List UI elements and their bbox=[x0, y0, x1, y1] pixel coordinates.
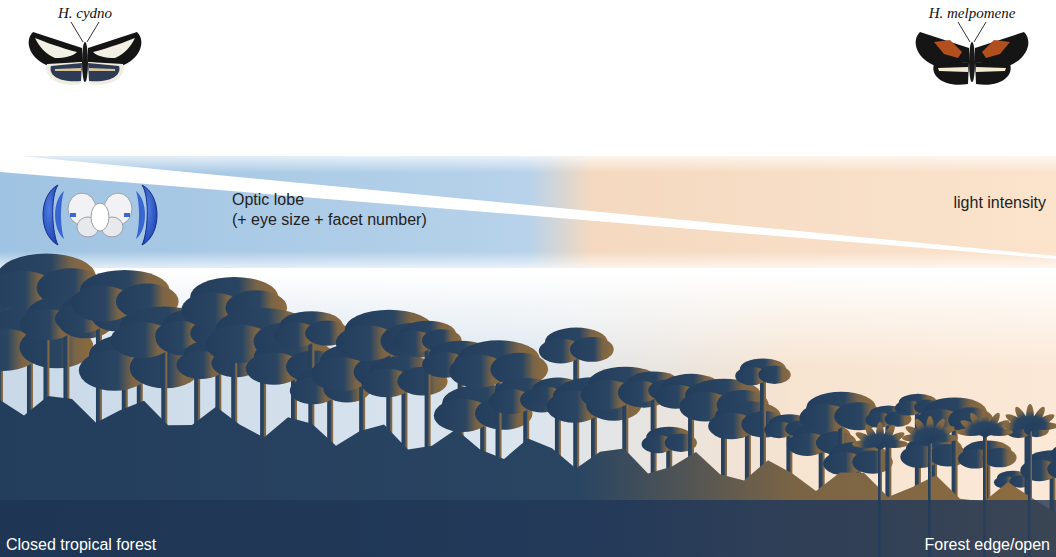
trait-label: (+ eye size + facet number) bbox=[232, 210, 427, 229]
species-name: H. cydno bbox=[58, 4, 112, 22]
habitat-label: Forest edge/open bbox=[925, 535, 1050, 554]
species-name: H. melpomene bbox=[929, 4, 1016, 22]
habitat-label: Closed tropical forest bbox=[6, 535, 156, 554]
gradient-label: light intensity bbox=[954, 193, 1047, 212]
trait-label: Optic lobe bbox=[232, 190, 304, 209]
forest-silhouette bbox=[0, 254, 1056, 557]
